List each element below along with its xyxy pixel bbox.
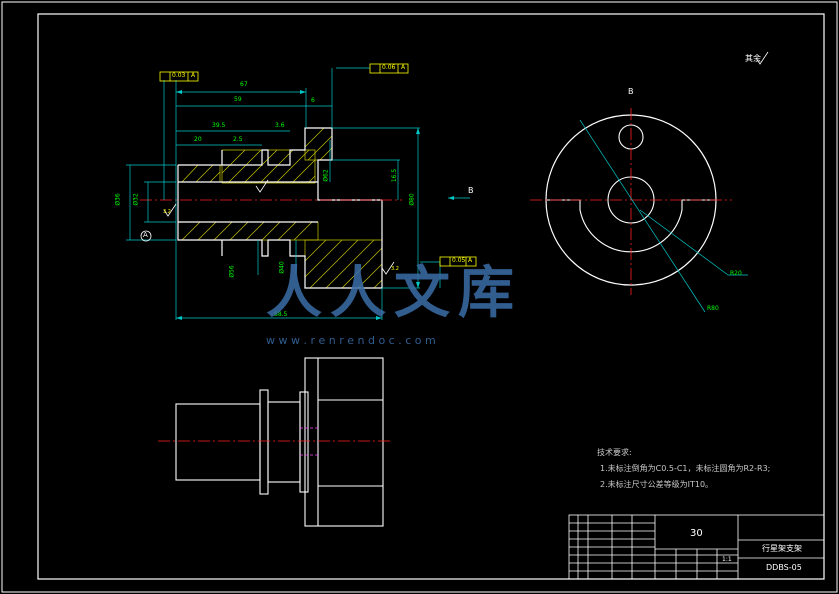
dim-88-5: 88.5 [274, 311, 288, 318]
dim-dia32: Ø32 [132, 193, 140, 206]
dim-20: 20 [194, 136, 202, 143]
dim-67: 67 [240, 81, 248, 88]
drawing-number: DDBS-05 [766, 563, 802, 572]
dim-r20: R20 [730, 270, 742, 277]
inner-frame [37, 13, 825, 580]
dim-dia62: Ø62 [322, 169, 330, 182]
datum-a-label: A [143, 231, 148, 239]
tolerance-1-value: 0.03 [172, 72, 186, 79]
dim-39-5: 39.5 [212, 122, 226, 129]
tolerance-frames [159, 63, 477, 267]
material-value: 30 [690, 528, 703, 539]
roughness-symbols [163, 51, 769, 275]
section-view [126, 51, 769, 320]
dim-59: 59 [234, 96, 242, 103]
part-name: 行星架支架 [762, 544, 802, 553]
dim-6: 6 [311, 97, 315, 104]
side-view [530, 108, 748, 313]
datum-a-circle [140, 230, 152, 242]
watermark-url: w w w . r e n r e n d o c . c o m [266, 334, 436, 347]
tech-notes-line2: 2.未标注尺寸公差等级为IT10。 [600, 480, 714, 489]
dim-dia56: Ø56 [228, 265, 236, 278]
dim-r80: R80 [707, 305, 719, 312]
title-block [568, 514, 825, 580]
tolerance-3-datum: A [468, 257, 473, 264]
tech-notes-title: 技术要求: [597, 448, 632, 457]
tolerance-1-datum: A [191, 72, 196, 79]
roughness-value-right: 3.2 [391, 266, 399, 272]
section-dimension-lines [126, 68, 420, 320]
dim-2-5: 2.5 [233, 136, 243, 143]
roughness-value-left: 3.2 [163, 209, 171, 215]
tolerance-2-datum: A [401, 64, 406, 71]
section-label-b: B [628, 87, 634, 96]
section-arrow-b [448, 196, 454, 200]
plan-view [158, 357, 392, 527]
dim-dia36: Ø36 [114, 193, 122, 206]
scale-value: 1:1 [722, 556, 732, 563]
tech-notes-line1: 1.未标注倒角为C0.5-C1，未标注圆角为R2-R3; [600, 464, 771, 473]
tolerance-2-value: 0.06 [382, 64, 396, 71]
dim-dia80: Ø80 [408, 193, 416, 206]
dim-16-5: 16.5 [391, 168, 399, 183]
roughness-other-label: 其余 [745, 54, 761, 63]
arrowheads [176, 90, 420, 320]
watermark-logo-text: 人人文库 [266, 261, 522, 326]
tolerance-3-value: 0.05 [452, 257, 466, 264]
dim-3-6: 3.6 [275, 122, 285, 129]
arrow-label-b: B [468, 186, 474, 195]
